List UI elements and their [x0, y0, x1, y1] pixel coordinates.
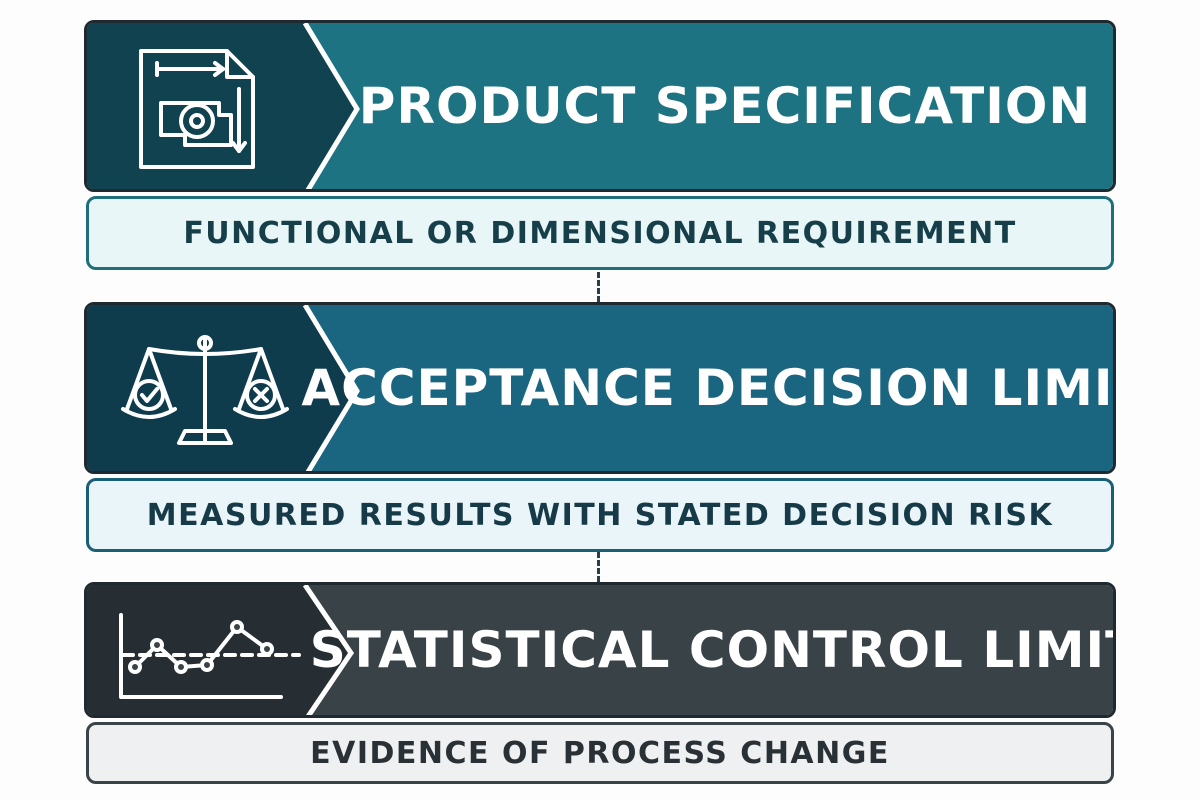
step-banner: STATISTICAL CONTROL LIMIT — [84, 582, 1116, 718]
dashed-connector — [597, 272, 600, 302]
step-banner: PRODUCT SPECIFICATION — [84, 20, 1116, 192]
step-subtitle: MEASURED RESULTS WITH STATED DECISION RI… — [86, 478, 1114, 552]
step-title: PRODUCT SPECIFICATION — [358, 77, 1092, 135]
dimension-drawing-icon — [139, 49, 255, 169]
step-subtitle: EVIDENCE OF PROCESS CHANGE — [86, 722, 1114, 784]
step-subtitle: FUNCTIONAL OR DIMENSIONAL REQUIREMENT — [86, 196, 1114, 270]
step-title: STATISTICAL CONTROL LIMIT — [309, 621, 1116, 679]
step-title: ACCEPTANCE DECISION LIMIT — [301, 359, 1116, 417]
banner-background — [87, 23, 1113, 189]
dashed-connector — [597, 552, 600, 582]
banner-background — [87, 305, 1113, 471]
banner-background — [87, 585, 1113, 715]
balance-scale-icon — [121, 335, 289, 445]
step-banner: ACCEPTANCE DECISION LIMIT — [84, 302, 1116, 474]
control-chart-icon — [119, 613, 301, 699]
